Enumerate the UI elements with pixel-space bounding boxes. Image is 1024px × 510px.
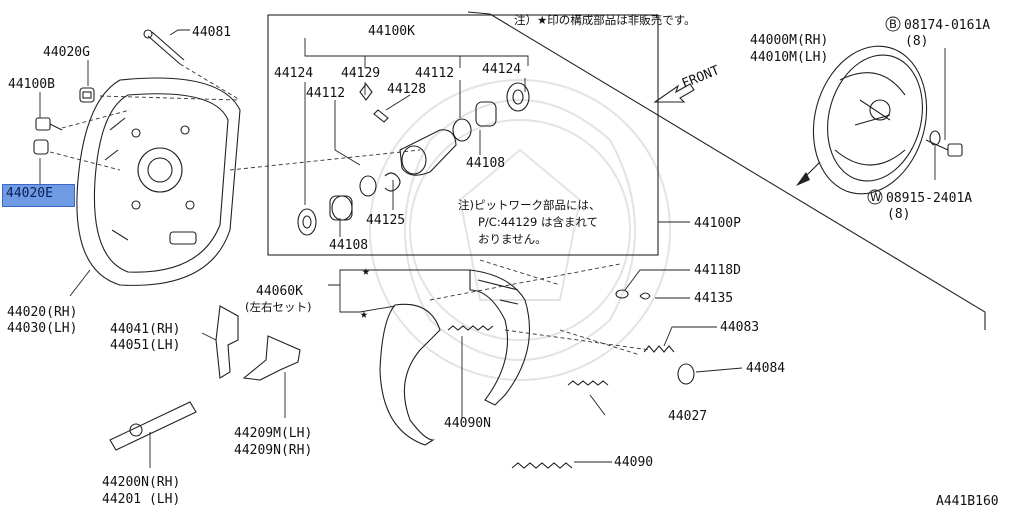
highlighted-part-label[interactable]: 44020E bbox=[6, 186, 53, 201]
label-44135: 44135 bbox=[694, 291, 733, 306]
label-08915-qty: (8) bbox=[887, 207, 910, 222]
label-44084: 44084 bbox=[746, 361, 785, 376]
brake-shoe-right bbox=[469, 269, 531, 406]
front-label: FRONT bbox=[680, 63, 722, 92]
label-44030-lh: 44030(LH) bbox=[7, 321, 77, 336]
lever-44209 bbox=[242, 335, 301, 381]
bolt-44100B bbox=[35, 117, 63, 131]
label-08174-qty: (8) bbox=[905, 34, 928, 49]
label-44129: 44129 bbox=[341, 66, 380, 81]
label-44209M: 44209M(LH) bbox=[234, 426, 312, 441]
label-44118D: 44118D bbox=[694, 263, 741, 278]
callout-letter-w: W bbox=[870, 190, 881, 204]
label-44124-left: 44124 bbox=[274, 66, 313, 81]
spring-44090N bbox=[447, 325, 494, 331]
nut-44020E bbox=[33, 139, 49, 155]
spring-44090 bbox=[511, 462, 573, 469]
callout-letter-b: B bbox=[889, 17, 897, 31]
wheel-cylinder-parts bbox=[297, 82, 530, 236]
front-arrow bbox=[653, 83, 695, 103]
label-44083: 44083 bbox=[720, 320, 759, 335]
star-lower: ★ bbox=[360, 307, 368, 322]
label-08915: 08915-2401A bbox=[886, 191, 972, 206]
label-44124-right: 44124 bbox=[482, 62, 521, 77]
highlighted-part-box[interactable] bbox=[2, 184, 75, 207]
label-44125: 44125 bbox=[366, 213, 405, 228]
label-44209N: 44209N(RH) bbox=[234, 443, 312, 458]
adjuster-44200N bbox=[109, 401, 197, 451]
spring-44083 bbox=[643, 345, 675, 353]
label-44090: 44090 bbox=[614, 455, 653, 470]
inset-note-line3: おりません。 bbox=[478, 232, 547, 246]
label-44108-right: 44108 bbox=[466, 156, 505, 171]
clip-44135 bbox=[639, 292, 651, 300]
brake-shoe-left bbox=[379, 303, 441, 446]
label-44000M: 44000M(RH) bbox=[750, 33, 828, 48]
spring-44027 bbox=[567, 380, 609, 386]
section-divider-line bbox=[467, 11, 986, 330]
label-44060K-sub: (左右セット) bbox=[245, 300, 311, 314]
label-44112-right: 44112 bbox=[415, 66, 454, 81]
label-44020-rh: 44020(RH) bbox=[7, 305, 77, 320]
star-upper: ★ bbox=[362, 264, 370, 279]
cup-44084 bbox=[677, 363, 695, 385]
watermark-emblem bbox=[369, 79, 671, 381]
label-44081: 44081 bbox=[192, 25, 231, 40]
label-44020G: 44020G bbox=[43, 45, 90, 60]
washer-08915 bbox=[929, 130, 941, 146]
label-44010M: 44010M(LH) bbox=[750, 50, 828, 65]
note-top: 注）★印の構成部品は非販売です。 bbox=[514, 13, 696, 27]
inset-note-line1: 注)ピットワーク部品には、 bbox=[458, 198, 601, 212]
label-44027: 44027 bbox=[668, 409, 707, 424]
label-44100P: 44100P bbox=[694, 216, 741, 231]
label-44201: 44201 (LH) bbox=[102, 492, 180, 507]
wheel-cylinder-kit-box bbox=[267, 14, 659, 256]
label-44200N: 44200N(RH) bbox=[102, 475, 180, 490]
label-44051: 44051(LH) bbox=[110, 338, 180, 353]
label-44112-left: 44112 bbox=[306, 86, 345, 101]
figure-code: A441B160 bbox=[936, 494, 999, 509]
callout-circle-b bbox=[885, 16, 901, 32]
lever-44041 bbox=[215, 305, 239, 379]
label-44100B: 44100B bbox=[8, 77, 55, 92]
label-44060K: 44060K bbox=[256, 284, 303, 299]
brake-assembly bbox=[812, 45, 928, 195]
direction-arrow bbox=[796, 161, 821, 186]
label-44090N: 44090N bbox=[444, 416, 491, 431]
label-44100K: 44100K bbox=[368, 24, 415, 39]
callout-circle-w bbox=[867, 189, 883, 205]
label-44128: 44128 bbox=[387, 82, 426, 97]
label-44041: 44041(RH) bbox=[110, 322, 180, 337]
grommet-44020G bbox=[79, 87, 95, 103]
bolt-44081 bbox=[143, 29, 185, 65]
backing-plate bbox=[76, 77, 241, 286]
label-08174: 08174-0161A bbox=[904, 18, 990, 33]
inset-note-line2: P/C:44129 は含まれて bbox=[478, 215, 598, 229]
retainer-44118D bbox=[615, 289, 629, 299]
label-44108-left: 44108 bbox=[329, 238, 368, 253]
